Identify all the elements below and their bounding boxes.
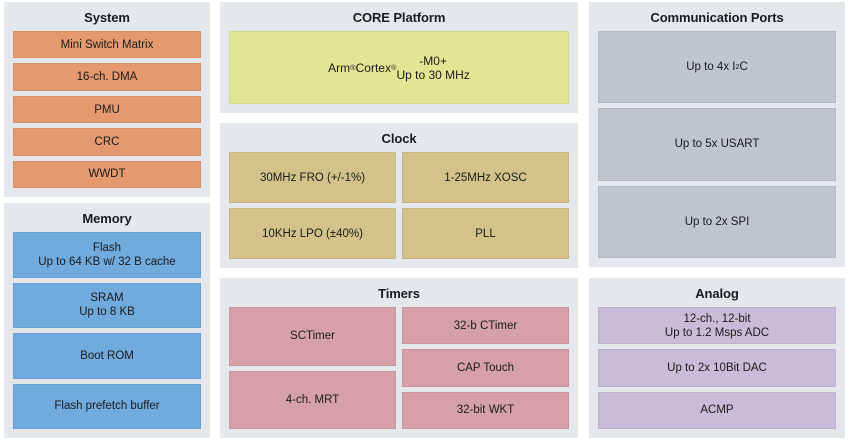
block-list-analog: 12-ch., 12-bit Up to 1.2 Msps ADC Up to … — [598, 307, 836, 429]
block-mrt[interactable]: 4-ch. MRT — [229, 370, 396, 429]
block-pll[interactable]: PLL — [402, 208, 569, 259]
block-crc[interactable]: CRC — [13, 128, 201, 156]
block-list-core: Arm® Cortex®-M0+Up to 30 MHz — [229, 31, 569, 104]
panel-memory: Memory Flash Up to 64 KB w/ 32 B cache S… — [4, 203, 210, 438]
panel-title-analog: Analog — [695, 286, 739, 301]
block-flash-prefetch-buffer[interactable]: Flash prefetch buffer — [13, 383, 201, 429]
block-list-clock: 30MHz FRO (+/-1%) 10KHz LPO (±40%) 1-25M… — [229, 152, 569, 259]
block-arm-cortex-m0plus[interactable]: Arm® Cortex®-M0+Up to 30 MHz — [229, 31, 569, 104]
timers-column-left: SCTimer 4-ch. MRT — [229, 307, 396, 429]
block-dma[interactable]: 16-ch. DMA — [13, 63, 201, 91]
block-boot-rom[interactable]: Boot ROM — [13, 333, 201, 379]
block-adc[interactable]: 12-ch., 12-bit Up to 1.2 Msps ADC — [598, 307, 836, 345]
panel-title-timers: Timers — [378, 286, 420, 301]
panel-title-memory: Memory — [82, 211, 132, 226]
panel-title-system: System — [84, 10, 130, 25]
block-pmu[interactable]: PMU — [13, 95, 201, 124]
block-list-timers: SCTimer 4-ch. MRT 32-b CTimer CAP Touch … — [229, 307, 569, 429]
block-sctimer[interactable]: SCTimer — [229, 307, 396, 366]
clock-column-right: 1-25MHz XOSC PLL — [402, 152, 569, 259]
panel-timers: Timers SCTimer 4-ch. MRT 32-b CTimer CAP… — [220, 278, 578, 438]
panel-clock: Clock 30MHz FRO (+/-1%) 10KHz LPO (±40%)… — [220, 123, 578, 268]
block-cap-touch[interactable]: CAP Touch — [402, 349, 569, 387]
block-sram[interactable]: SRAM Up to 8 KB — [13, 282, 201, 328]
panel-system: System Mini Switch Matrix 16-ch. DMA PMU… — [4, 2, 210, 197]
block-wwdt[interactable]: WWDT — [13, 160, 201, 189]
block-ctimer[interactable]: 32-b CTimer — [402, 307, 569, 345]
timers-column-right: 32-b CTimer CAP Touch 32-bit WKT — [402, 307, 569, 429]
block-lpo-10khz[interactable]: 10KHz LPO (±40%) — [229, 208, 396, 259]
panel-core-platform: CORE Platform Arm® Cortex®-M0+Up to 30 M… — [220, 2, 578, 113]
panel-title-core-platform: CORE Platform — [352, 10, 446, 25]
block-flash[interactable]: Flash Up to 64 KB w/ 32 B cache — [13, 232, 201, 278]
block-spi[interactable]: Up to 2x SPI — [598, 185, 836, 258]
block-dac[interactable]: Up to 2x 10Bit DAC — [598, 349, 836, 387]
block-usart[interactable]: Up to 5x USART — [598, 108, 836, 181]
block-acmp[interactable]: ACMP — [598, 391, 836, 429]
block-list-memory: Flash Up to 64 KB w/ 32 B cache SRAM Up … — [13, 232, 201, 429]
panel-title-communication-ports: Communication Ports — [650, 10, 784, 25]
clock-column-left: 30MHz FRO (+/-1%) 10KHz LPO (±40%) — [229, 152, 396, 259]
block-fro-30mhz[interactable]: 30MHz FRO (+/-1%) — [229, 152, 396, 203]
block-wkt[interactable]: 32-bit WKT — [402, 391, 569, 429]
block-list-system: Mini Switch Matrix 16-ch. DMA PMU CRC WW… — [13, 31, 201, 189]
block-mini-switch-matrix[interactable]: Mini Switch Matrix — [13, 31, 201, 59]
panel-analog: Analog 12-ch., 12-bit Up to 1.2 Msps ADC… — [589, 278, 845, 438]
panel-title-clock: Clock — [381, 131, 417, 146]
block-xosc[interactable]: 1-25MHz XOSC — [402, 152, 569, 203]
